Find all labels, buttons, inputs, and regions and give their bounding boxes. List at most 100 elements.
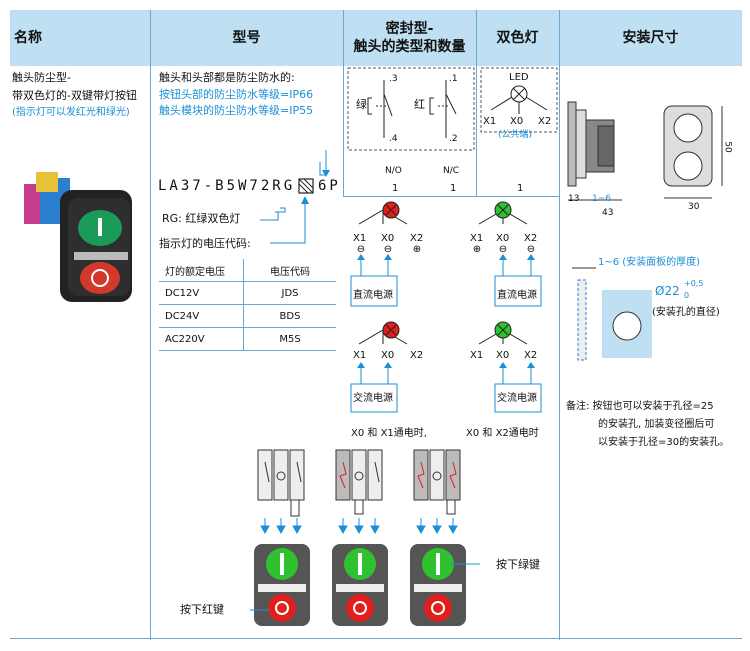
svg-text:⊖: ⊖ xyxy=(527,244,535,255)
caption-left: X0 和 X1通电时, xyxy=(351,428,427,439)
ac-supply-label: 交流电源 xyxy=(353,393,393,404)
press-callouts xyxy=(250,563,480,611)
dc-green-x2: X2 xyxy=(524,233,538,244)
dim-50: 50 xyxy=(722,141,733,153)
table-row: DC24V BDS xyxy=(159,304,336,328)
voltage-label: 指示灯的电压代码: xyxy=(159,237,251,250)
model-desc2: 按钮头部的防尘防水等级=IP66 xyxy=(159,88,314,101)
dc-green-circuit: ⊕⊖⊖ xyxy=(473,201,542,307)
red-button xyxy=(80,262,120,294)
divider xyxy=(343,196,559,197)
panel-cutout xyxy=(572,267,652,361)
divider xyxy=(559,10,560,640)
dc-green-x1: X1 xyxy=(470,233,484,244)
remark-line3: 以安装于孔径=30的安装孔。 xyxy=(598,437,730,448)
ac-red-circuit xyxy=(350,321,408,413)
press-red-label: 按下红键 xyxy=(180,603,224,616)
hatch-box-icon xyxy=(298,178,314,194)
no-count: 1 xyxy=(392,183,399,194)
ac-green-x2: X2 xyxy=(524,350,538,361)
table-cell: BDS xyxy=(243,304,336,328)
dim-1-6: 1~6 xyxy=(592,194,611,204)
product-photo xyxy=(24,172,132,302)
header-seal-line2: 触头的类型和数量 xyxy=(353,39,466,55)
contact-schematic xyxy=(347,67,475,151)
rg-label: RG: 红绿双色灯 xyxy=(162,212,241,225)
wiring-diagrams: ⊖ ⊖ ⊕ ⊕ ⊖ ⊖ xyxy=(350,201,542,413)
terminal-3: .3 xyxy=(389,74,398,84)
table-cell: AC220V xyxy=(159,327,244,351)
ac-red-x0: X0 xyxy=(381,350,395,361)
voltage-table: 灯的额定电压 电压代码 DC12V JDS DC24V BDS AC220V M… xyxy=(159,259,336,351)
model-desc1: 触头和头部都是防尘防水的: xyxy=(159,71,295,84)
ac-red-x2: X2 xyxy=(410,350,424,361)
table-cell: JDS xyxy=(243,281,336,305)
svg-text:⊖: ⊖ xyxy=(357,244,365,255)
model-code: LA37-B5W72RG xyxy=(158,178,296,194)
nc-count: 1 xyxy=(450,183,457,194)
contact-green-label: 绿 xyxy=(356,98,367,111)
header-seal: 密封型- 触头的类型和数量 xyxy=(343,10,476,66)
hole-dia: Ø22 xyxy=(655,284,680,298)
model-callout-lines xyxy=(260,150,330,244)
header-model: 型号 xyxy=(232,30,261,46)
dim-30: 30 xyxy=(688,202,700,212)
svg-text:⊕: ⊕ xyxy=(413,244,421,255)
divider xyxy=(343,10,344,196)
header-install: 安装尺寸 xyxy=(622,30,679,46)
terminal-4: .4 xyxy=(389,134,398,144)
lamp-window xyxy=(74,252,128,260)
svg-text:⊖: ⊖ xyxy=(384,244,392,255)
product-line2: 带双色灯的-双键带灯按钮 xyxy=(12,89,137,102)
svg-text:⊕: ⊕ xyxy=(473,244,481,255)
dim-13: 13 xyxy=(568,194,580,204)
ac-green-x1: X1 xyxy=(470,350,484,361)
table-cell: M5S xyxy=(243,327,336,351)
state-green-pressed xyxy=(410,449,466,626)
terminal-1: .1 xyxy=(449,74,458,84)
panel-note: 1~6 (安装面板的厚度) xyxy=(598,257,701,268)
dc-green-x0: X0 xyxy=(496,233,510,244)
ac-green-x0: X0 xyxy=(496,350,510,361)
ac-green-circuit xyxy=(478,321,542,413)
press-arrows xyxy=(260,518,458,535)
divider xyxy=(10,638,742,639)
table-cell: DC24V xyxy=(159,304,244,328)
lamp-schematic xyxy=(480,67,558,133)
table-cell: 电压代码 xyxy=(243,259,336,282)
divider xyxy=(150,10,151,640)
hole-tol-up: +0,5 xyxy=(684,279,704,288)
lamp-x1: X1 xyxy=(483,116,497,127)
dc-supply-label: 直流电源 xyxy=(497,290,537,301)
table-header: 名称 型号 密封型- 触头的类型和数量 双色灯 安装尺寸 xyxy=(10,10,742,66)
dc-red-x0: X0 xyxy=(381,233,395,244)
led-label: LED xyxy=(509,72,529,83)
remark-line1: 备注: 按钮也可以安装于孔径=25 xyxy=(566,401,714,412)
press-green-label: 按下绿键 xyxy=(496,558,540,571)
nc-label: N/C xyxy=(443,166,460,176)
state-idle xyxy=(254,449,310,626)
contact-block-yellow xyxy=(36,172,58,192)
contact-red-label: 红 xyxy=(414,98,425,111)
product-line3: (指示灯可以发红光和绿光) xyxy=(12,107,130,118)
model-code-suffix: 6P xyxy=(318,178,341,194)
ac-supply-label: 交流电源 xyxy=(497,393,537,404)
table-cell: 灯的额定电压 xyxy=(159,259,244,282)
dc-supply-label: 直流电源 xyxy=(353,290,393,301)
hole-note: (安装孔的直径) xyxy=(652,307,720,318)
table-row: 灯的额定电压 电压代码 xyxy=(159,259,336,282)
remark-line2: 的安装孔, 加装变径圈后可 xyxy=(598,419,715,430)
table-cell: DC12V xyxy=(159,281,244,305)
model-desc3: 触头模块的防尘防水等级=IP55 xyxy=(159,104,314,117)
caption-right: X0 和 X2通电时 xyxy=(466,428,539,439)
dc-red-x1: X1 xyxy=(353,233,367,244)
ac-red-x1: X1 xyxy=(353,350,367,361)
dc-red-circuit: ⊖ ⊖ ⊕ xyxy=(350,201,421,307)
lamp-common: (公共端) xyxy=(498,130,533,140)
header-lamp: 双色灯 xyxy=(496,30,539,46)
green-button-mark xyxy=(98,218,102,236)
table-row: AC220V M5S xyxy=(159,327,336,351)
table-row: DC12V JDS xyxy=(159,281,336,305)
lamp-count: 1 xyxy=(517,183,524,194)
red-button-mark xyxy=(91,269,109,287)
